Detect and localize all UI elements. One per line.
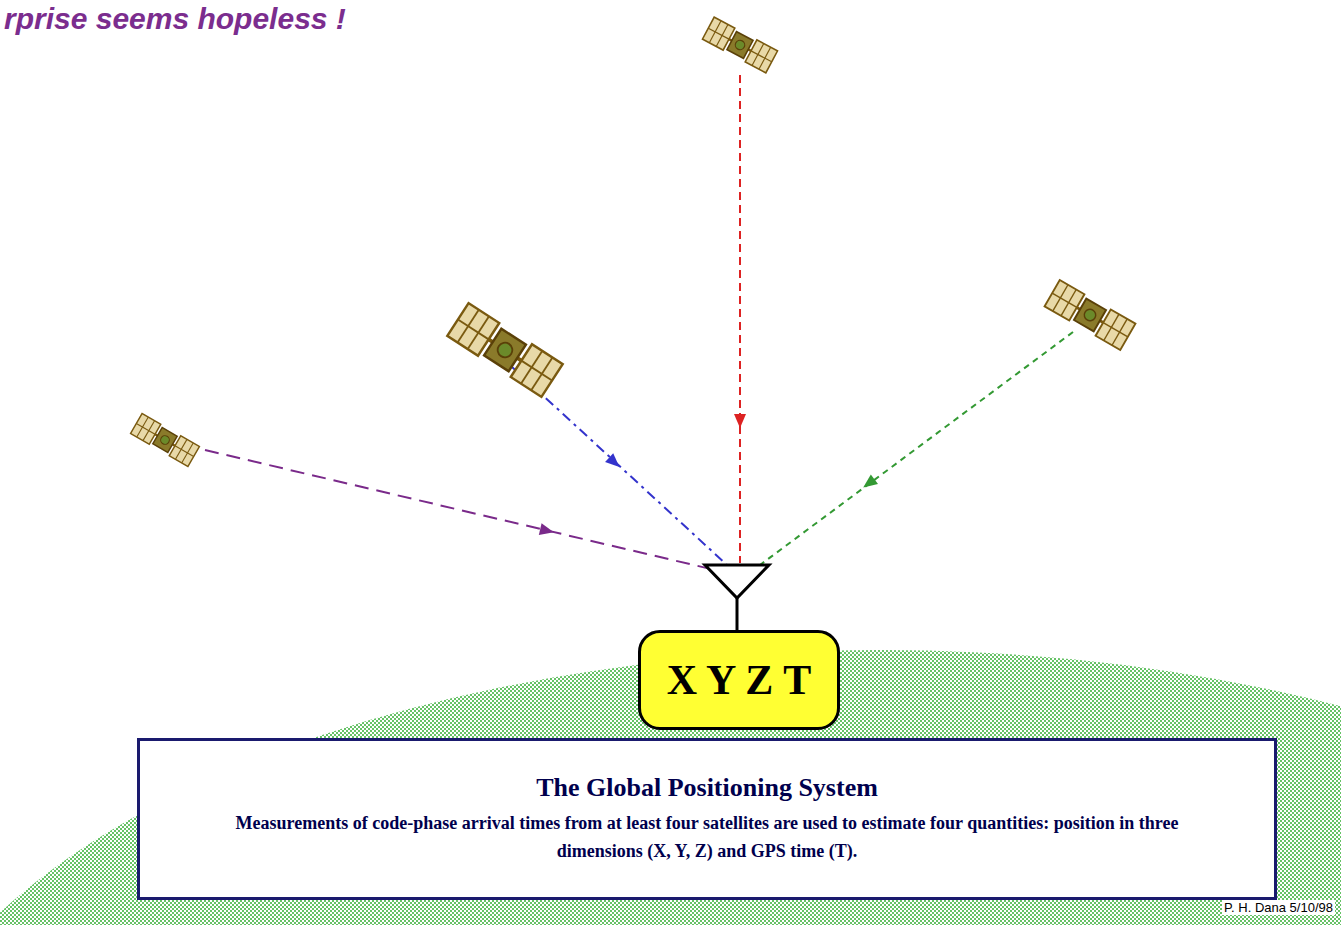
ground-region	[0, 650, 1341, 925]
signal-line	[512, 367, 727, 565]
caption-box: The Global Positioning SystemMeasurement…	[137, 738, 1277, 900]
signal-line	[760, 332, 1073, 565]
satellite-icon	[447, 303, 562, 397]
arrow-head	[734, 414, 746, 428]
receiver-box: X Y Z T	[638, 630, 840, 730]
receiver-label: X Y Z T	[667, 656, 811, 704]
satellite-icon	[1045, 280, 1136, 350]
antenna-symbol	[705, 565, 769, 598]
signal-line	[739, 75, 741, 563]
antenna-mast	[736, 598, 739, 632]
arrow-head	[539, 523, 555, 538]
satellite-icon	[702, 17, 777, 73]
arrow-head	[605, 453, 623, 471]
arrow-head	[860, 474, 878, 492]
slide-title-fragment: rprise seems hopeless !	[4, 2, 346, 36]
satellite-icon	[131, 413, 200, 466]
caption-body: Measurements of code-phase arrival times…	[217, 809, 1197, 865]
caption-heading: The Global Positioning System	[536, 773, 878, 803]
signal-line	[205, 450, 715, 570]
author-credit: P. H. Dana 5/10/98	[1222, 900, 1335, 915]
